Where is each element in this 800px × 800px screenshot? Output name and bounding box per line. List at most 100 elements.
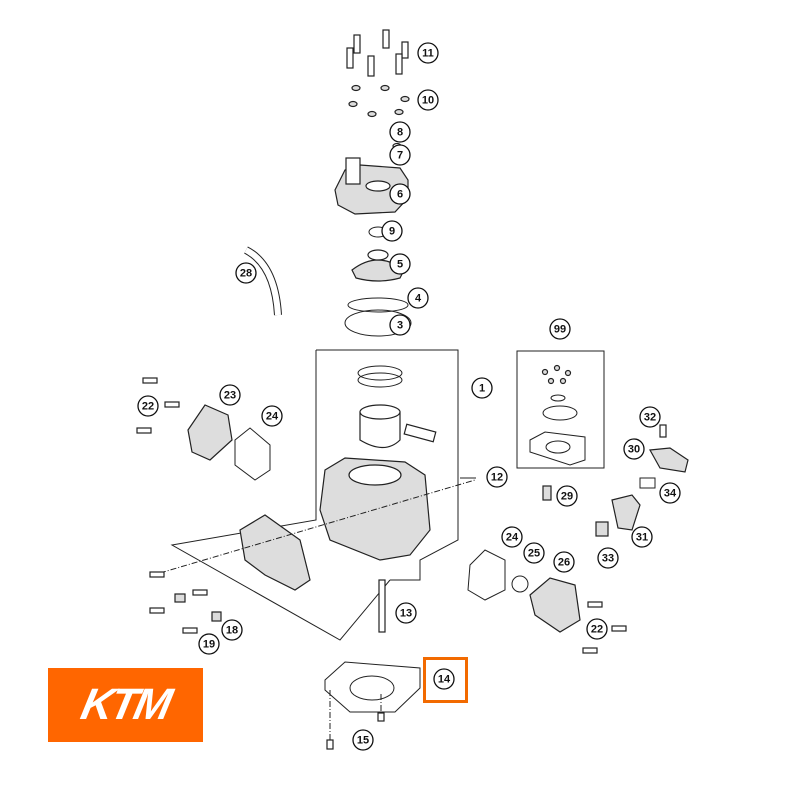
callout-number: 22 (142, 401, 154, 413)
callout-part-3[interactable]: 3 (389, 314, 411, 336)
callout-part-13[interactable]: 13 (395, 602, 417, 624)
callout-number: 28 (240, 268, 252, 280)
callout-circle (501, 526, 523, 548)
cover-gasket (234, 427, 271, 481)
callout-circle (659, 482, 681, 504)
callout-circle (597, 547, 619, 569)
callout-circle (407, 287, 429, 309)
callout-part-26[interactable]: 26 (553, 551, 575, 573)
callout-part-22[interactable]: 22 (137, 395, 159, 417)
callout-circle (389, 314, 411, 336)
callout-part-1[interactable]: 1 (471, 377, 493, 399)
callout-circle (586, 618, 608, 640)
callout-circle (523, 542, 545, 564)
callout-circle (553, 551, 575, 573)
callout-part-15[interactable]: 15 (352, 729, 374, 751)
callout-circle (417, 42, 439, 64)
washers (348, 84, 410, 118)
callout-part-34[interactable]: 34 (659, 482, 681, 504)
kit-outline (170, 349, 459, 641)
callout-number: 31 (636, 532, 648, 544)
callout-number: 33 (602, 553, 614, 565)
callout-number: 19 (203, 639, 215, 651)
callout-number: 25 (528, 548, 540, 560)
callout-number: 10 (422, 95, 434, 107)
callout-circle (471, 377, 493, 399)
water-pump-housing (529, 577, 581, 633)
callout-circle (261, 405, 283, 427)
callout-part-12[interactable]: 12 (486, 466, 508, 488)
callout-part-23[interactable]: 23 (219, 384, 241, 406)
callout-number: 13 (400, 608, 412, 620)
callout-circle (221, 619, 243, 641)
callout-part-11[interactable]: 11 (417, 42, 439, 64)
base-gasket (324, 661, 421, 713)
callout-circle (623, 438, 645, 460)
callout-part-7[interactable]: 7 (389, 144, 411, 166)
callout-circle (417, 89, 439, 111)
callout-circle (389, 121, 411, 143)
callout-number: 24 (506, 532, 519, 544)
callout-number: 22 (591, 624, 603, 636)
callout-number: 3 (397, 320, 403, 332)
callout-part-29[interactable]: 29 (556, 485, 578, 507)
callout-part-28[interactable]: 28 (235, 262, 257, 284)
piston-pin (403, 423, 437, 443)
callout-circle (639, 406, 661, 428)
callout-number: 4 (415, 293, 422, 305)
callout-number: 15 (357, 735, 369, 747)
gasket-right (467, 549, 506, 601)
connector (611, 494, 641, 531)
callout-part-8[interactable]: 8 (389, 121, 411, 143)
callout-part-14[interactable]: 14 (433, 668, 455, 690)
callout-part-33[interactable]: 33 (597, 547, 619, 569)
callout-circle (433, 668, 455, 690)
callout-part-30[interactable]: 30 (623, 438, 645, 460)
callout-number: 6 (397, 189, 403, 201)
kit-small-parts (529, 364, 586, 466)
cylinder-head-bolts (346, 29, 409, 77)
callout-circle (198, 633, 220, 655)
cover (187, 404, 233, 461)
callout-part-18[interactable]: 18 (221, 619, 243, 641)
callout-part-4[interactable]: 4 (407, 287, 429, 309)
callout-part-31[interactable]: 31 (631, 526, 653, 548)
callout-part-25[interactable]: 25 (523, 542, 545, 564)
callout-part-9[interactable]: 9 (381, 220, 403, 242)
callout-part-99[interactable]: 99 (549, 318, 571, 340)
stud (326, 739, 334, 750)
piston (359, 411, 401, 449)
callout-circle (395, 602, 417, 624)
callout-number: 11 (422, 48, 434, 60)
callout-number: 23 (224, 390, 236, 402)
callout-number: 26 (558, 557, 570, 569)
callout-circle (549, 318, 571, 340)
callout-number: 8 (397, 127, 403, 139)
highlight-box (423, 657, 468, 703)
head-pipe (345, 157, 361, 185)
callout-circle (631, 526, 653, 548)
callout-number: 5 (397, 259, 403, 271)
callout-part-6[interactable]: 6 (389, 183, 411, 205)
callout-part-19[interactable]: 19 (198, 633, 220, 655)
callout-number: 32 (644, 412, 656, 424)
callout-part-22[interactable]: 22 (586, 618, 608, 640)
callout-number: 1 (479, 383, 485, 395)
callout-circle (137, 395, 159, 417)
callout-circle (235, 262, 257, 284)
exhaust-flange (239, 514, 311, 591)
callout-part-32[interactable]: 32 (639, 406, 661, 428)
callout-number: 29 (561, 491, 573, 503)
callout-part-5[interactable]: 5 (389, 253, 411, 275)
logo-text: KTM (77, 680, 174, 729)
o-ring-large (347, 297, 409, 313)
callout-part-24[interactable]: 24 (261, 405, 283, 427)
callout-part-10[interactable]: 10 (417, 89, 439, 111)
callout-part-24[interactable]: 24 (501, 526, 523, 548)
callout-number: 9 (389, 226, 395, 238)
callout-number: 14 (438, 674, 451, 686)
callout-number: 18 (226, 625, 238, 637)
callout-circle (389, 183, 411, 205)
callout-circle (486, 466, 508, 488)
